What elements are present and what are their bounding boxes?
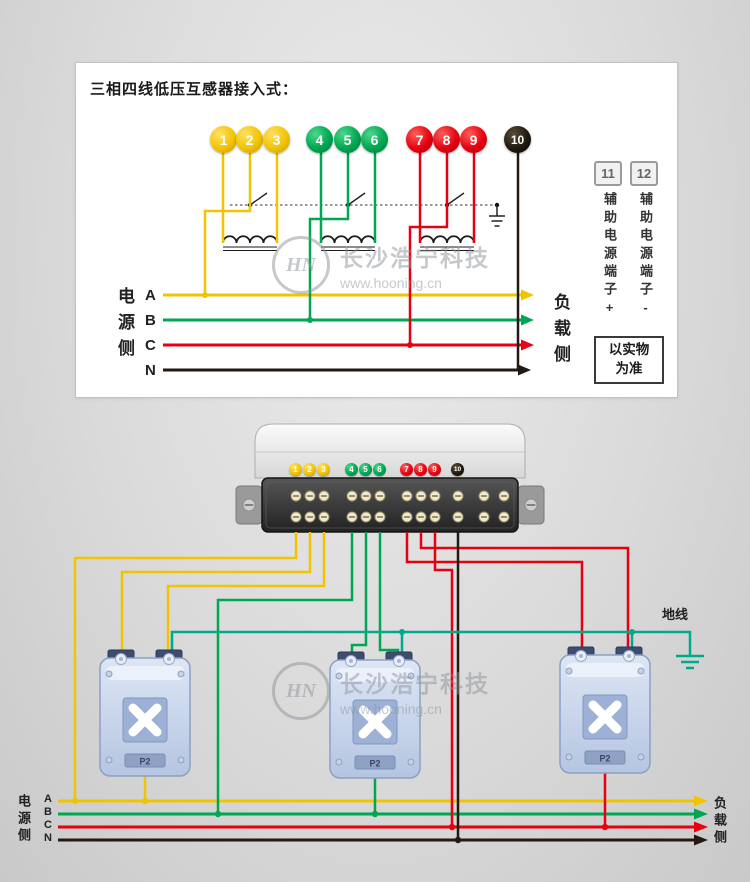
current-transformer-3: P2 <box>560 647 650 773</box>
meter-terminal-7: 7 <box>400 463 413 476</box>
terminal-5: 5 <box>334 126 361 153</box>
phase-c-label: C <box>145 337 156 354</box>
aux-terminal-11: 11 <box>594 161 622 186</box>
schematic-wires-phase-c <box>163 152 534 351</box>
wires-phase-a-bottom <box>71 532 326 805</box>
ct-coil-symbols <box>222 235 475 252</box>
meter-terminal-6: 6 <box>373 463 386 476</box>
source-side-label: 电源侧 <box>115 287 134 365</box>
terminal-2: 2 <box>236 126 263 153</box>
bus-n-label: N <box>44 832 52 844</box>
aux-label-minus: 辅助电源端子- <box>638 192 653 320</box>
schematic-wires-neutral <box>163 152 531 376</box>
terminal-4: 4 <box>306 126 333 153</box>
wires-neutral-bottom <box>454 532 462 844</box>
terminal-3: 3 <box>263 126 290 153</box>
ground-label: 地线 <box>662 607 689 622</box>
current-transformer-2: P2 <box>330 652 420 778</box>
meter-terminal-9: 9 <box>428 463 441 476</box>
current-transformer-1: P2 <box>100 650 190 776</box>
terminal-9: 9 <box>460 126 487 153</box>
note-line-2: 为准 <box>615 361 643 376</box>
note-box: 以实物 为准 <box>594 336 664 384</box>
terminal-7: 7 <box>406 126 433 153</box>
bottom-load-side-label: 负载侧 <box>712 796 727 847</box>
neutral-label: N <box>145 362 156 379</box>
phase-a-label: A <box>145 287 156 304</box>
schematic-panel <box>75 62 678 398</box>
bus-a-label: A <box>44 793 52 805</box>
meter-terminal-5: 5 <box>359 463 372 476</box>
meter-body <box>235 423 545 533</box>
schematic-dotted-links <box>230 192 500 208</box>
meter-terminal-10: 10 <box>451 463 464 476</box>
note-line-1: 以实物 <box>608 342 650 358</box>
aux-terminal-12: 12 <box>630 161 658 186</box>
bus-c-label: C <box>44 819 52 831</box>
panel-title: 三相四线低压互感器接入式： <box>90 81 299 98</box>
meter-terminal-8: 8 <box>414 463 427 476</box>
meter-terminal-4: 4 <box>345 463 358 476</box>
terminal-8: 8 <box>433 126 460 153</box>
ct3-label: P2 <box>599 754 610 764</box>
wires-phase-b-bottom <box>214 532 400 818</box>
bottom-buses <box>58 795 708 846</box>
meter-terminal-2: 2 <box>303 463 316 476</box>
load-side-label: 负载侧 <box>551 293 570 371</box>
schematic-wires-phase-a <box>163 152 534 301</box>
terminal-6: 6 <box>361 126 388 153</box>
bottom-source-side-label: 电源侧 <box>16 794 31 845</box>
terminal-10: 10 <box>504 126 531 153</box>
ground-symbol-schematic <box>489 205 505 227</box>
schematic-wires-phase-b <box>163 152 534 326</box>
aux-label-plus: 辅助电源端子+ <box>602 192 617 320</box>
wires-phase-c-bottom <box>405 532 630 831</box>
ct2-label: P2 <box>369 759 380 769</box>
meter-terminal-1: 1 <box>289 463 302 476</box>
bus-b-label: B <box>44 806 52 818</box>
terminal-1: 1 <box>210 126 237 153</box>
meter-terminal-3: 3 <box>317 463 330 476</box>
phase-b-label: B <box>145 312 156 329</box>
ct1-label: P2 <box>139 757 150 767</box>
